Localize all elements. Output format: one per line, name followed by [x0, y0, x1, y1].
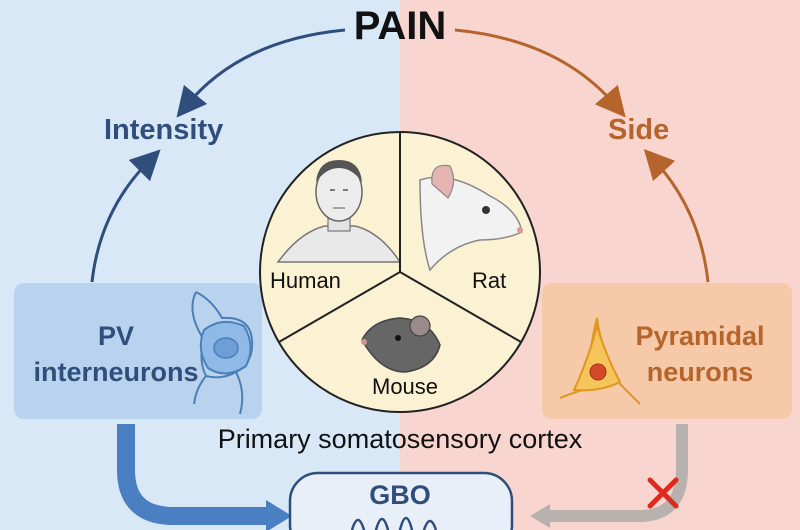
- pyramidal-label-line2: neurons: [646, 357, 754, 387]
- pv-label-line1: PV: [97, 321, 135, 351]
- arrow-pv-to-intensity: [90, 149, 161, 283]
- species-human-label: Human: [270, 268, 341, 293]
- pyramidal-label-line1: Pyramidal: [635, 321, 765, 351]
- region-label: Primary somatosensory cortex: [217, 424, 583, 454]
- mouse-illustration: [361, 315, 441, 373]
- pyramidal-neuron-icon: [559, 317, 641, 405]
- pyramidal-neurons-box: [542, 283, 792, 419]
- arrow-pyramidal-to-side: [643, 148, 710, 283]
- side-label: Side: [608, 114, 670, 146]
- arrow-pv-to-gbo-head: [266, 500, 292, 530]
- species-rat-label: Rat: [472, 268, 507, 293]
- intensity-label: Intensity: [104, 114, 224, 146]
- cross-icon: [647, 477, 679, 509]
- arrow-pv-to-gbo: [117, 424, 268, 525]
- human-illustration: [276, 160, 402, 263]
- arrow-pain-to-side: [454, 28, 626, 118]
- gbo-label: GBO: [369, 480, 431, 510]
- pv-label-line2: interneurons: [33, 357, 199, 387]
- rat-illustration: [419, 164, 523, 272]
- pyramidal-neurons-label: Pyramidal neurons: [610, 318, 790, 390]
- arrow-pyramidal-to-gbo-head: [530, 504, 550, 528]
- pv-interneuron-icon: [191, 291, 254, 415]
- pv-interneurons-label: PV interneurons: [16, 318, 216, 390]
- gbo-box: [288, 471, 514, 530]
- page-title: PAIN: [353, 4, 447, 48]
- arrow-pain-to-intensity: [176, 28, 346, 118]
- species-mouse-label: Mouse: [372, 374, 439, 399]
- species-circle: [259, 131, 541, 413]
